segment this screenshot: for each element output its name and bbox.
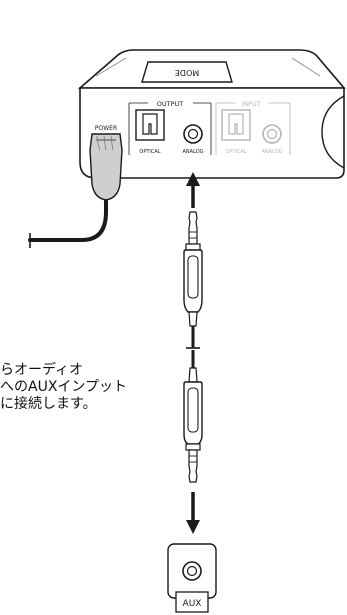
transmitter-device: MODE OUTPUT OPTICAL ANALOG INPUT [77,49,346,179]
audio-cable-wire [186,326,200,368]
input-optical-label: OPTICAL [225,149,246,155]
device-top-ridge-right [291,57,321,77]
aux-label: AUX [183,599,202,609]
caption-line: へのAUXインプット [0,379,127,395]
output-analog-port[interactable] [183,124,203,144]
aux-label-box [175,591,209,613]
caption-line: らオーディオ [0,362,84,378]
mode-button[interactable]: MODE [141,61,233,83]
output-analog-label: ANALOG [183,149,204,155]
input-optical-port[interactable] [221,109,251,141]
arrow-up-icon [186,172,200,208]
output-label: OUTPUT [157,100,184,108]
audio-cable-plug-bottom [183,367,203,483]
mode-label: MODE [175,68,199,77]
power-cable [28,133,123,248]
output-optical-label: OPTICAL [139,149,160,155]
device-right-bulge [321,95,345,169]
power-label: POWER [95,125,117,132]
power-plug [89,133,123,201]
caption-line: に接続します。 [0,396,97,412]
device-top-ridge [95,57,127,77]
output-section: OUTPUT OPTICAL ANALOG [128,100,212,155]
output-optical-port[interactable] [135,109,165,141]
power-cable-wire [28,198,108,242]
input-analog-port[interactable] [262,124,282,144]
input-label: INPUT [241,100,260,108]
arrow-down-icon [186,492,200,534]
audio-cable-plug-top [183,211,203,327]
input-section: INPUT OPTICAL ANALOG [215,100,291,155]
aux-input-jack[interactable]: AUX [167,543,217,613]
instruction-caption: らオーディオ へのAUXインプット に接続します。 [0,362,200,413]
input-analog-label: ANALOG [262,149,283,155]
